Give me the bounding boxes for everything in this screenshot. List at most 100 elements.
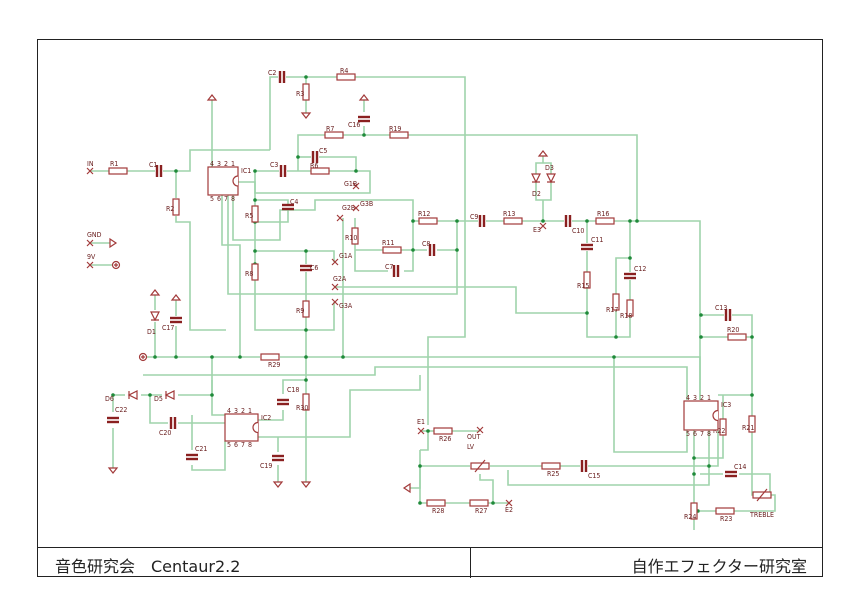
ground-icon — [107, 467, 119, 474]
component-r22[interactable]: R22 — [713, 418, 727, 436]
component-r21[interactable]: R21 — [742, 415, 756, 433]
component-c15[interactable]: C15 — [580, 460, 600, 480]
potentiometer-arrow-icon — [756, 488, 768, 502]
component-r10[interactable]: R10 — [345, 227, 359, 245]
component-r15[interactable]: R15 — [577, 271, 591, 290]
wire — [255, 250, 335, 262]
wire — [614, 220, 701, 400]
component-label: C12 — [634, 265, 646, 273]
component-c7[interactable]: C7 — [385, 263, 400, 277]
component-r3[interactable]: R3 — [296, 83, 310, 101]
component-c9[interactable]: C9 — [470, 213, 486, 227]
component-r29[interactable]: R29 — [260, 353, 280, 369]
component-c1[interactable]: C1 — [149, 161, 163, 177]
component-c4[interactable]: C4 — [282, 198, 298, 211]
junction — [418, 501, 422, 505]
wire — [588, 430, 719, 467]
terminal-g2b[interactable]: G2B — [336, 204, 355, 222]
component-r26[interactable]: R26 — [433, 427, 453, 443]
component-r18[interactable]: R18 — [620, 299, 634, 320]
component-r27[interactable]: R27 — [469, 499, 489, 515]
ic-pin-number: 1 — [248, 407, 252, 415]
component-r24[interactable]: R24 — [684, 502, 698, 521]
component-c11[interactable]: C11 — [581, 236, 603, 251]
component-r11[interactable]: R11 — [382, 239, 402, 254]
component-c2[interactable]: C2 — [268, 69, 286, 83]
component-r5[interactable]: R5 — [245, 205, 259, 223]
component-r28[interactable]: R28 — [426, 499, 446, 515]
resistor-symbol — [503, 217, 523, 225]
component-r16[interactable]: R16 — [595, 210, 615, 225]
component-d2[interactable]: D2 — [531, 173, 541, 198]
terminal-g3a[interactable]: G3A — [331, 298, 353, 310]
component-r30[interactable]: R30 — [296, 393, 310, 412]
terminal-e2[interactable]: E2 — [505, 499, 513, 514]
component-c17[interactable]: C17 — [162, 316, 182, 332]
component-label: R28 — [432, 507, 444, 515]
component-c10[interactable]: C10 — [564, 215, 584, 235]
component-r6[interactable]: R6 — [310, 162, 330, 175]
terminal-out[interactable]: OUT — [467, 426, 484, 441]
ground-icon — [402, 482, 411, 494]
terminal-e1[interactable]: E1 — [417, 418, 425, 435]
terminal-g1b[interactable]: G1B — [344, 180, 360, 190]
component-d1[interactable]: D1 — [147, 311, 160, 336]
junction — [153, 355, 157, 359]
component-c3[interactable]: C3 — [270, 161, 287, 177]
component-r13[interactable]: R13 — [503, 210, 523, 225]
component-r8[interactable]: R8 — [245, 263, 259, 281]
ic-pin-number: 7 — [224, 195, 228, 203]
component-d6[interactable]: D6 — [105, 390, 138, 403]
terminal-e3[interactable]: E3 — [533, 222, 547, 234]
component-r19[interactable]: R19 — [389, 125, 409, 139]
component-label: R23 — [720, 515, 732, 523]
component-r17[interactable]: R17 — [606, 293, 620, 314]
junction — [296, 155, 300, 159]
resistor-symbol — [469, 499, 489, 507]
component-r7[interactable]: R7 — [324, 125, 344, 139]
component-label: R11 — [382, 239, 394, 247]
terminal-g3b[interactable]: G3B — [352, 200, 373, 212]
terminal-label: G1B — [344, 180, 357, 188]
component-r23[interactable]: R23 — [715, 507, 735, 523]
component-r20[interactable]: R20 — [727, 326, 747, 341]
component-d5[interactable]: D5 — [154, 390, 175, 403]
component-c8[interactable]: C8 — [422, 240, 436, 256]
component-c12[interactable]: C12 — [624, 265, 646, 280]
terminal-gnd[interactable]: GND — [86, 231, 102, 247]
component-d3[interactable]: D3 — [545, 164, 556, 184]
component-c13[interactable]: C13 — [715, 304, 732, 321]
terminal-9v[interactable]: 9V — [86, 253, 96, 269]
component-label: C2 — [268, 69, 276, 77]
component-c21[interactable]: C21 — [186, 445, 207, 461]
component-c19[interactable]: C19 — [260, 454, 284, 470]
ground-icon — [300, 112, 312, 119]
terminal-g1a[interactable]: G1A — [331, 252, 353, 266]
terminal-lv[interactable]: LV — [467, 443, 490, 473]
component-c5[interactable]: C5 — [311, 147, 327, 163]
component-c6[interactable]: C6 — [300, 264, 318, 272]
component-c20[interactable]: C20 — [159, 417, 177, 437]
component-r2[interactable]: R2 — [166, 198, 180, 216]
component-c16[interactable]: C16 — [348, 115, 370, 129]
terminal-treble[interactable]: TREBLE — [749, 488, 774, 519]
potentiometer-arrow-icon — [474, 459, 486, 473]
component-r12[interactable]: R12 — [418, 210, 438, 225]
terminal-g2a[interactable]: G2A — [331, 275, 347, 291]
component-r9[interactable]: R9 — [296, 300, 310, 318]
component-c14[interactable]: C14 — [725, 463, 746, 478]
ic-pin-number: 1 — [231, 160, 235, 168]
component-r4[interactable]: R4 — [336, 67, 356, 81]
component-label: C7 — [385, 263, 393, 271]
component-c18[interactable]: C18 — [277, 386, 299, 406]
component-r25[interactable]: R25 — [541, 462, 561, 478]
terminal-in[interactable]: IN — [86, 160, 94, 175]
junction — [491, 501, 495, 505]
wire — [175, 216, 226, 331]
component-c22[interactable]: C22 — [107, 406, 127, 424]
ic-pin-number: 5 — [686, 430, 690, 438]
component-r1[interactable]: R1 — [108, 160, 128, 175]
